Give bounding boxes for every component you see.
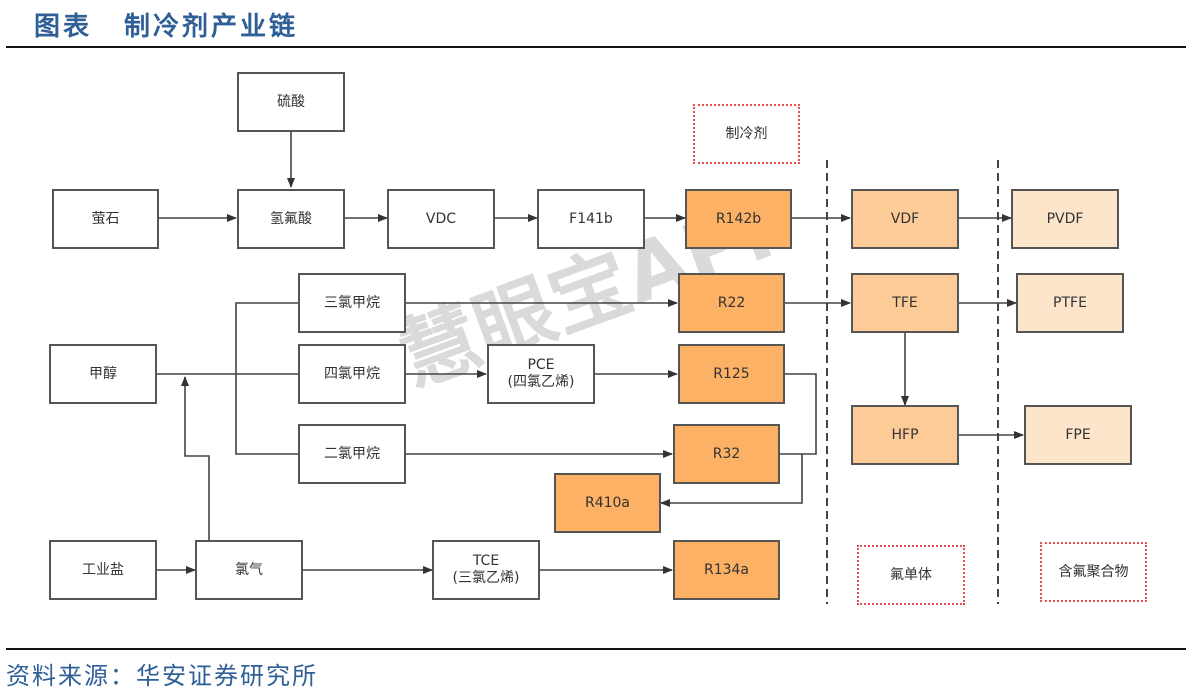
node-r410a: R410a: [554, 473, 661, 533]
arrow-to-r410a: [660, 454, 803, 507]
node-methanol: 甲醇: [49, 344, 157, 404]
node-chlorine: 氯气: [195, 540, 303, 600]
node-tfe: TFE: [851, 273, 959, 333]
node-vdc: VDC: [387, 189, 495, 249]
node-hfp: HFP: [851, 405, 959, 465]
node-r134a: R134a: [673, 540, 780, 600]
node-industrial-salt: 工业盐: [49, 540, 157, 600]
node-carbon-tetrachloride: 四氯甲烷: [298, 344, 406, 404]
stage-label-fluoropolymer: 含氟聚合物: [1040, 542, 1147, 602]
node-chloroform: 三氯甲烷: [298, 273, 406, 333]
footer-rule: [6, 648, 1186, 650]
arrow-chlorine-to-methanol: [181, 376, 210, 541]
node-ptfe: PTFE: [1016, 273, 1124, 333]
node-r142b: R142b: [685, 189, 792, 249]
node-pce: PCE (四氯乙烯): [487, 344, 595, 404]
node-fpe: FPE: [1024, 405, 1132, 465]
node-pvdf: PVDF: [1011, 189, 1119, 249]
node-r125: R125: [678, 344, 785, 404]
figure-header: 图表 制冷剂产业链: [34, 6, 298, 43]
header-rule: [6, 46, 1186, 48]
node-fluorite: 萤石: [52, 189, 159, 249]
figure-title: 制冷剂产业链: [124, 12, 299, 42]
node-vdf: VDF: [851, 189, 959, 249]
node-f141b: F141b: [537, 189, 645, 249]
node-hydrofluoric-acid: 氢氟酸: [237, 189, 345, 249]
figure-label: 图表: [34, 12, 93, 42]
node-r32: R32: [673, 424, 780, 484]
source-note: 资料来源：华安证券研究所: [6, 662, 318, 690]
node-tce: TCE (三氯乙烯): [432, 540, 540, 600]
node-dichloromethane: 二氯甲烷: [298, 424, 406, 484]
stage-label-fluoro-monomer: 氟单体: [857, 545, 965, 605]
line-r125-out: [779, 373, 817, 455]
line-branch: [235, 302, 298, 455]
node-r22: R22: [678, 273, 785, 333]
node-sulfuric-acid: 硫酸: [237, 72, 345, 132]
stage-label-refrigerant: 制冷剂: [693, 104, 800, 164]
